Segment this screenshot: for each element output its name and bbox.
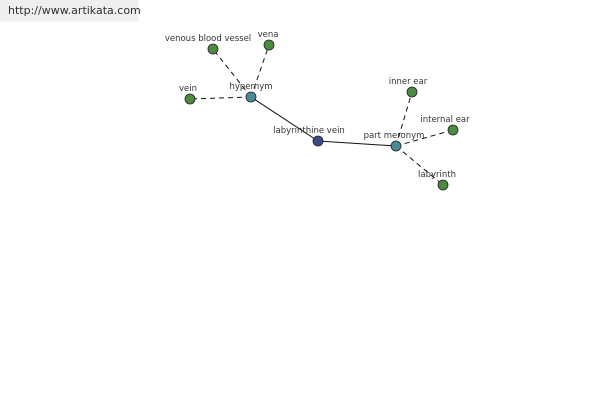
edge-hypernym-vena — [250, 44, 270, 98]
node-labyrinth[interactable] — [437, 179, 449, 191]
node-vena[interactable] — [263, 39, 275, 51]
label-internal-ear: internal ear — [420, 115, 470, 125]
edge-hypernym-vein — [189, 96, 252, 100]
label-vena: vena — [258, 30, 279, 40]
site-url-link[interactable]: http://www.artikata.com — [8, 4, 141, 17]
label-venous-blood-vessel: venous blood vessel — [165, 34, 251, 44]
edge-center-hypernym — [250, 96, 319, 142]
label-hypernym: hypernym — [229, 82, 272, 92]
edge-part-meronym-internal-ear — [395, 129, 454, 147]
node-vein[interactable] — [184, 93, 196, 105]
edge-hypernym-venous-blood-vessel — [212, 48, 252, 98]
edge-center-part-meronym — [317, 140, 397, 147]
node-venous-blood-vessel[interactable] — [207, 43, 219, 55]
node-hypernym[interactable] — [245, 91, 257, 103]
label-inner-ear: inner ear — [389, 77, 428, 87]
node-labyrinthine-vein[interactable] — [312, 135, 324, 147]
node-inner-ear[interactable] — [406, 86, 418, 98]
site-banner: http://www.artikata.com — [0, 0, 141, 22]
label-vein: vein — [179, 84, 197, 94]
label-labyrinthine-vein: labyrinthine vein — [273, 126, 345, 136]
label-labyrinth: labyrinth — [418, 170, 456, 180]
node-part-meronym[interactable] — [390, 140, 402, 152]
edge-part-meronym-inner-ear — [395, 91, 413, 147]
edge-part-meronym-labyrinth — [395, 145, 444, 186]
node-internal-ear[interactable] — [447, 124, 459, 136]
label-part-meronym: part meronym — [364, 131, 425, 141]
